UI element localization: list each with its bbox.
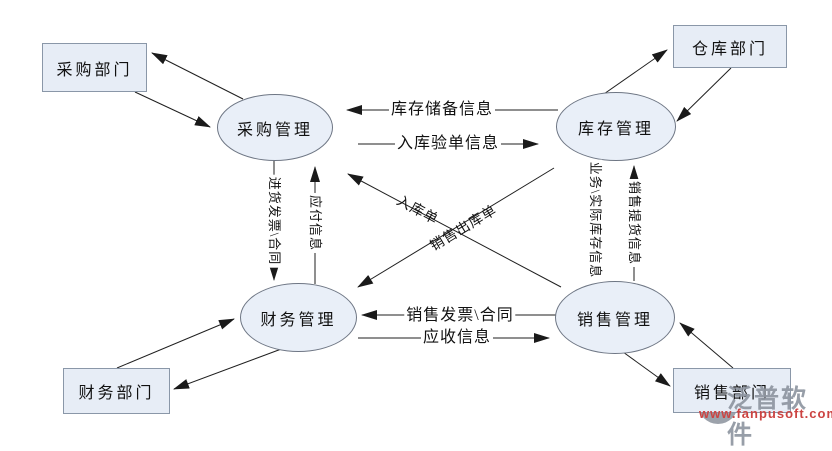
entity-sales-dept: 销售部门 bbox=[673, 368, 791, 413]
flow-label-receivable-info: 应收信息 bbox=[420, 329, 494, 347]
dataflow-diagram: 采购部门 仓库部门 财务部门 销售部门 采购管理 库存管理 财务管理 销售管理 … bbox=[42, 25, 832, 449]
process-sales-mgmt: 销售管理 bbox=[555, 281, 675, 354]
flow-label-purchase-invoice-contract: 进货发票\合同 bbox=[266, 174, 283, 268]
flow-label-actual-inventory-info: 业务\实际库存信息 bbox=[587, 159, 604, 281]
process-finance-mgmt: 财务管理 bbox=[240, 283, 357, 352]
flow-label-sales-invoice-contract: 销售发票\合同 bbox=[404, 307, 516, 325]
flow-label-payable-info: 应付信息 bbox=[307, 192, 324, 254]
entity-purchasing-dept-label: 采购部门 bbox=[56, 61, 133, 79]
process-purchasing-mgmt: 采购管理 bbox=[217, 94, 333, 161]
flow-label-sales-pickup-info: 销售提货信息 bbox=[626, 178, 643, 268]
entity-warehouse-dept: 仓库部门 bbox=[673, 25, 787, 68]
entity-sales-dept-label: 销售部门 bbox=[693, 384, 770, 402]
process-finance-mgmt-label: 财务管理 bbox=[260, 311, 337, 329]
flow-label-inbound-inspection-info: 入库验单信息 bbox=[394, 135, 502, 153]
process-purchasing-mgmt-label: 采购管理 bbox=[236, 121, 313, 139]
process-inventory-mgmt-label: 库存管理 bbox=[577, 120, 654, 138]
process-sales-mgmt-label: 销售管理 bbox=[576, 311, 653, 329]
process-inventory-mgmt: 库存管理 bbox=[556, 92, 676, 161]
entity-finance-dept: 财务部门 bbox=[63, 368, 170, 414]
flow-label-inventory-reserve-info: 库存储备信息 bbox=[388, 101, 496, 119]
entity-warehouse-dept-label: 仓库部门 bbox=[691, 40, 768, 58]
watermark-url-link[interactable]: www.fanpusoft.com bbox=[699, 406, 832, 421]
entity-purchasing-dept: 采购部门 bbox=[42, 43, 147, 92]
entity-finance-dept-label: 财务部门 bbox=[78, 385, 155, 402]
